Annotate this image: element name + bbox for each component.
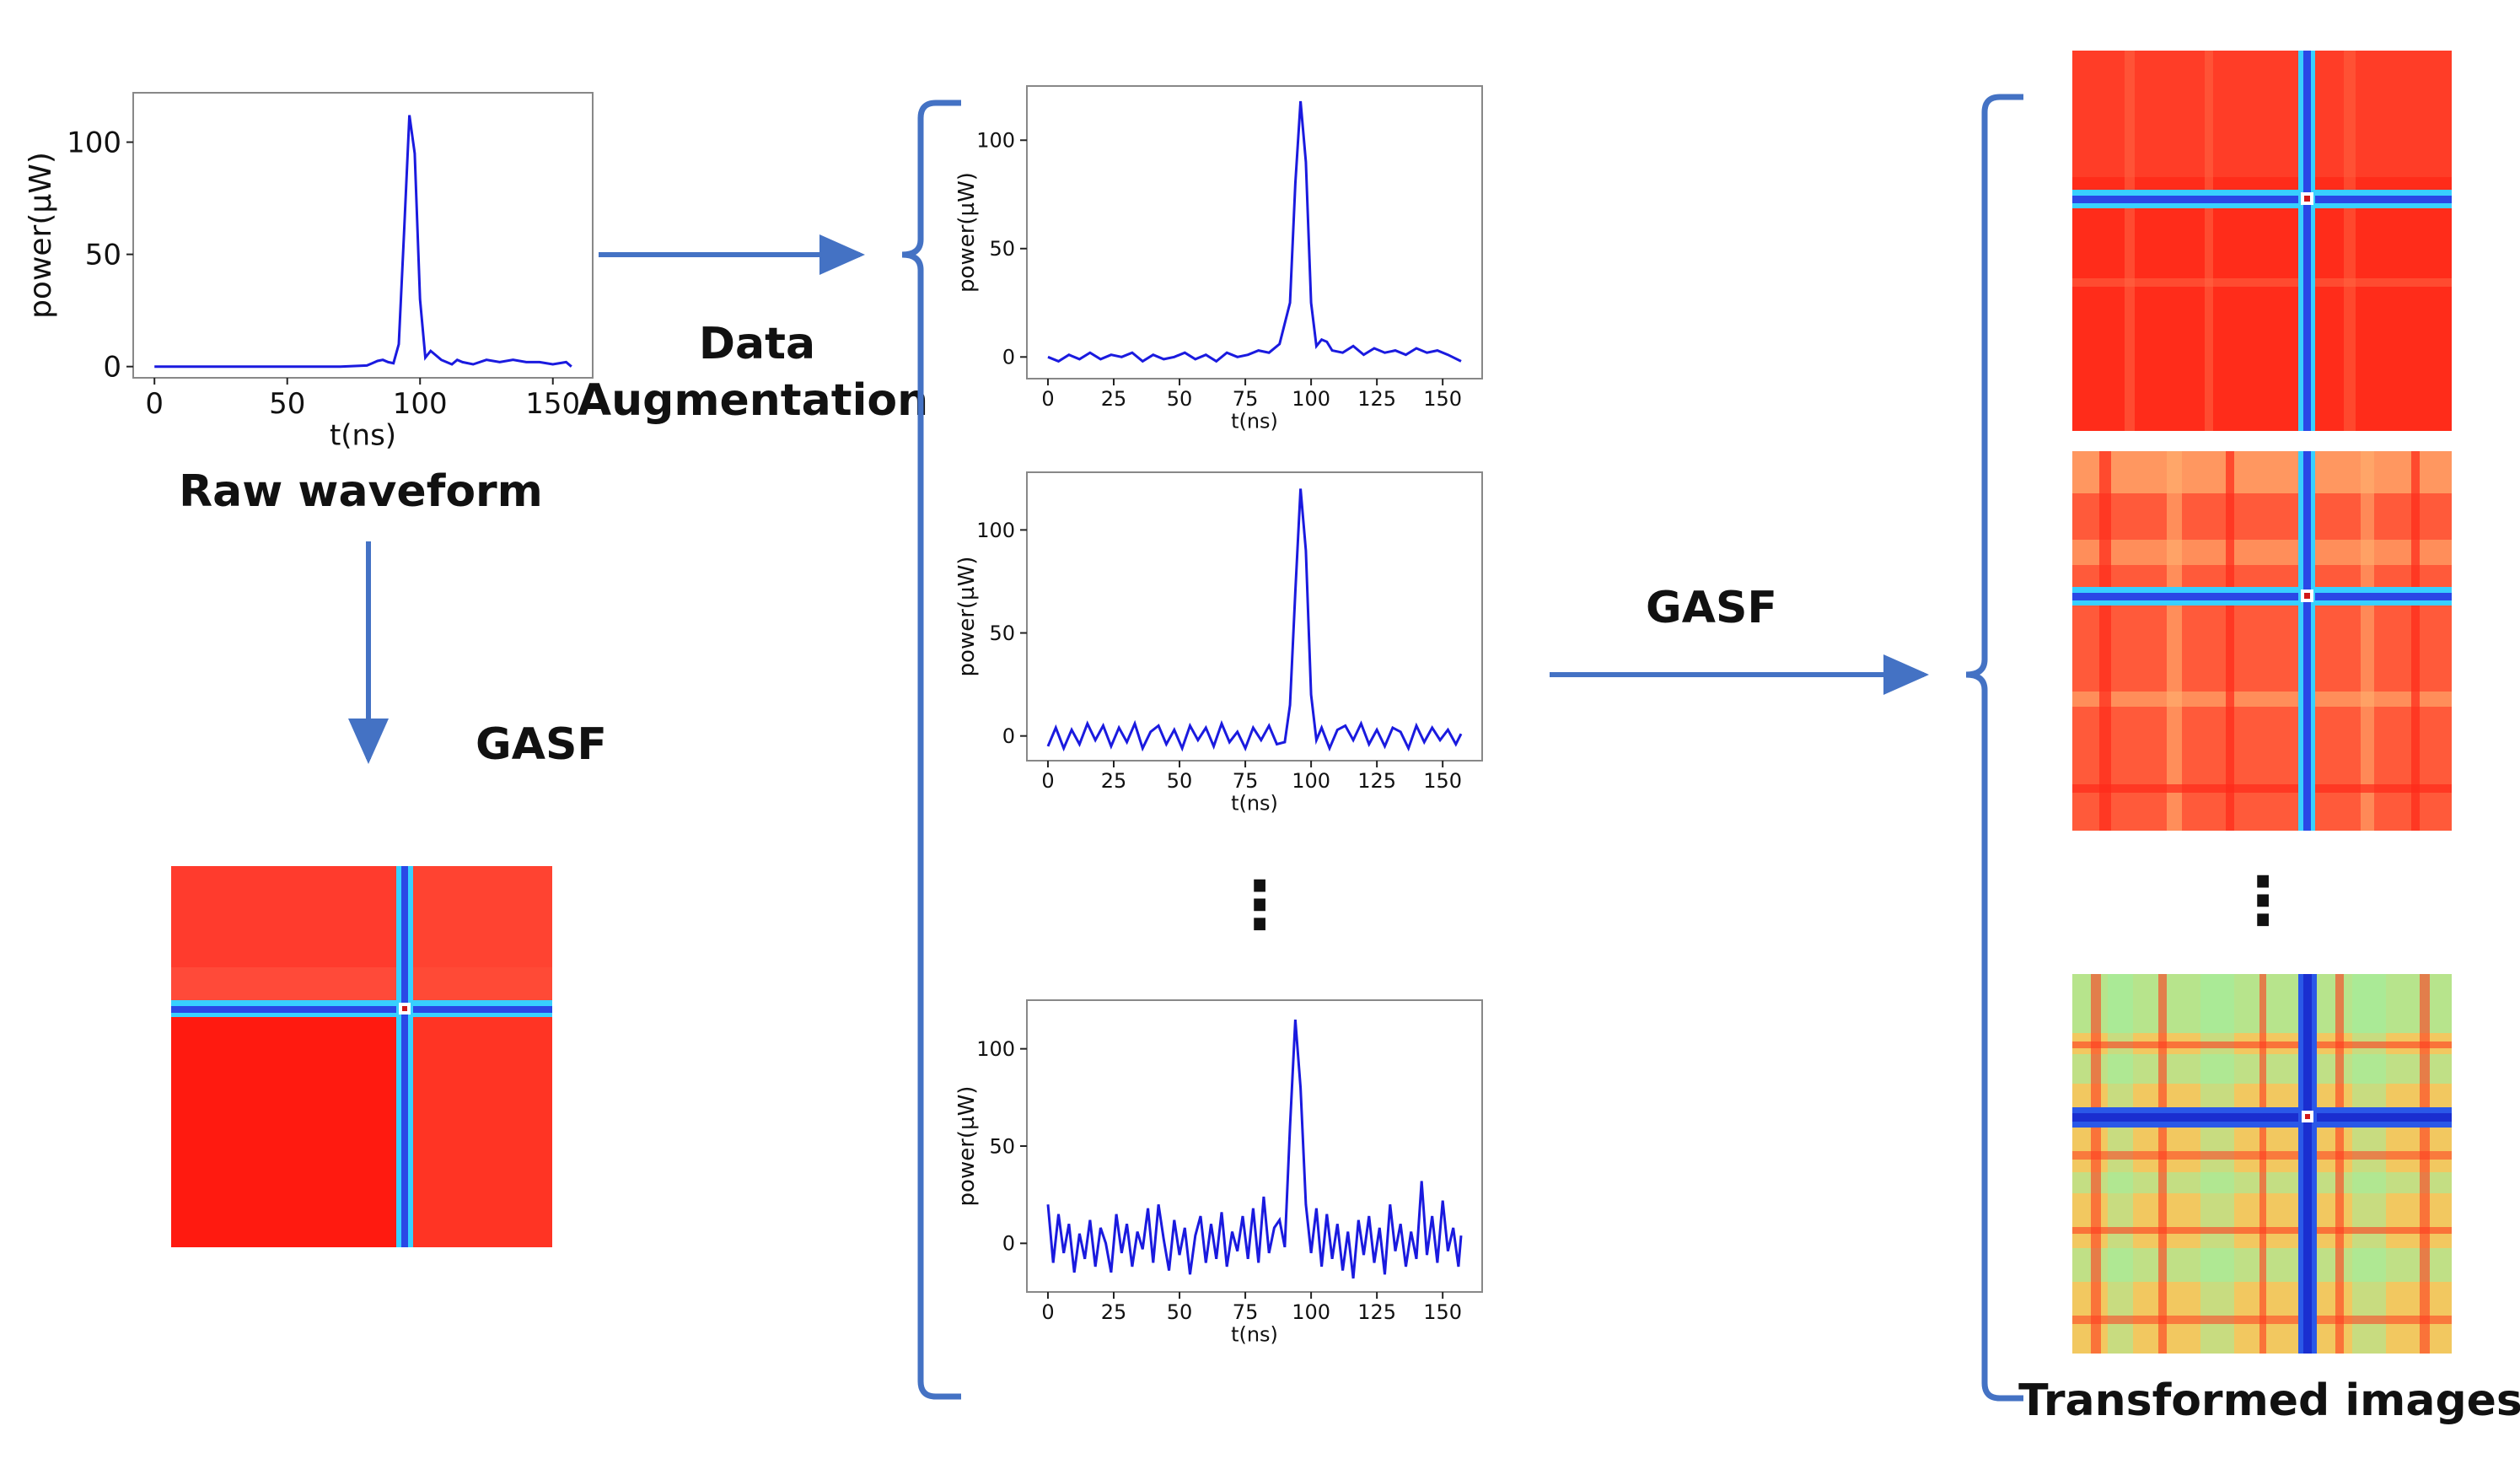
gasf-label-left: GASF: [476, 719, 607, 770]
raw-gasf-image: [171, 866, 552, 1247]
y-tick-label: 50: [989, 1134, 1015, 1158]
x-tick-label: 100: [1292, 1300, 1330, 1324]
waveform-line: [1047, 100, 1462, 363]
augmented-chart-2: 0 25 50 75 100 125 150 0 50 100 t(ns) power(µW): [954, 471, 1483, 815]
data-augmentation-label-line2: Augmentation: [578, 375, 928, 426]
x-tick-label: 25: [1101, 1300, 1127, 1324]
raw-chart-frame: [132, 92, 594, 379]
y-tick-label: 0: [1002, 1232, 1015, 1256]
y-axis-label: power(µW): [24, 152, 58, 319]
x-tick-label: 75: [1233, 1300, 1259, 1324]
augmented-chart-3: 0 25 50 75 100 125 150 0 50 100 t(ns) power(µW): [954, 999, 1483, 1346]
y-tick-label: 100: [976, 519, 1015, 542]
x-tick-label: 125: [1357, 1300, 1396, 1324]
x-axis-label: t(ns): [330, 418, 396, 452]
y-tick-label: 50: [989, 622, 1015, 645]
transformed-ellipsis: ⋮: [2230, 864, 2296, 939]
x-tick-label: 25: [1101, 387, 1127, 411]
y-tick-label: 0: [103, 351, 121, 385]
x-tick-label: 0: [1041, 1300, 1054, 1324]
y-tick-label: 50: [989, 237, 1015, 261]
x-tick-label: 0: [145, 387, 164, 421]
x-axis-label: t(ns): [1231, 791, 1278, 815]
x-axis-label: t(ns): [1231, 1322, 1278, 1346]
transformed-images-label: Transformed images: [2018, 1375, 2520, 1426]
augmented-plot-1: 0 25 50 75 100 125 150 0 50 100 t(ns) power(µW): [954, 100, 1462, 433]
x-tick-label: 25: [1101, 769, 1127, 793]
x-tick-label: 125: [1357, 769, 1396, 793]
y-axis-label: power(µW): [954, 557, 980, 677]
right-bracket: [1965, 94, 2023, 1402]
augmented-plot-2: 0 25 50 75 100 125 150 0 50 100 t(ns) power(µW): [954, 488, 1463, 815]
y-tick-label: 100: [67, 126, 121, 159]
augmented-chart-1: 0 25 50 75 100 125 150 0 50 100 t(ns) power(µW): [954, 85, 1483, 433]
y-axis-label: power(µW): [954, 172, 980, 293]
x-tick-label: 150: [1423, 387, 1462, 411]
x-tick-label: 150: [525, 387, 580, 421]
x-tick-label: 0: [1041, 769, 1054, 793]
y-tick-label: 100: [976, 1037, 1015, 1061]
x-tick-label: 150: [1423, 769, 1462, 793]
waveform-line: [1046, 1019, 1463, 1279]
transformed-image-3: [2072, 974, 2452, 1354]
raw-waveform-label: Raw waveform: [179, 466, 543, 517]
y-tick-label: 50: [85, 239, 121, 272]
waveform-line: [1046, 488, 1463, 752]
x-tick-label: 50: [1167, 769, 1193, 793]
y-tick-label: 100: [976, 129, 1015, 153]
x-tick-label: 100: [393, 387, 448, 421]
y-tick-label: 0: [1002, 346, 1015, 369]
y-axis-label: power(µW): [954, 1086, 980, 1207]
x-tick-label: 50: [1167, 1300, 1193, 1324]
data-augmentation-label-line1: Data: [699, 319, 815, 369]
x-tick-label: 0: [1041, 387, 1054, 411]
augmented-plot-3: 0 25 50 75 100 125 150 0 50 100 t(ns) power(µW): [954, 1019, 1463, 1346]
x-tick-label: 150: [1423, 1300, 1462, 1324]
left-bracket: [901, 100, 961, 1400]
x-tick-label: 50: [1167, 387, 1193, 411]
x-tick-label: 125: [1357, 387, 1396, 411]
augmented-ellipsis: ⋮: [1227, 868, 1292, 944]
waveform-line: [154, 115, 572, 369]
x-tick-label: 75: [1233, 769, 1259, 793]
x-tick-label: 100: [1292, 387, 1330, 411]
gasf-label-middle: GASF: [1646, 583, 1777, 633]
x-tick-label: 100: [1292, 769, 1330, 793]
x-tick-label: 50: [269, 387, 305, 421]
x-axis-label: t(ns): [1231, 409, 1278, 433]
x-tick-label: 75: [1233, 387, 1259, 411]
y-tick-label: 0: [1002, 724, 1015, 748]
transformed-image-2: [2072, 451, 2452, 831]
transformed-image-1: [2072, 51, 2452, 431]
